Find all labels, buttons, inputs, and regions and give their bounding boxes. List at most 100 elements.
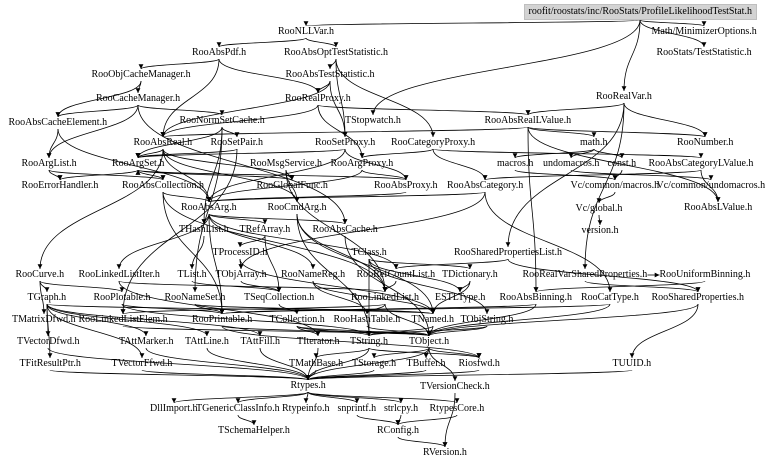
header-node[interactable]: Math/MinimizerOptions.h [651,26,757,37]
header-node[interactable]: RooAbsBinning.h [499,292,573,303]
include-edge [37,148,164,270]
header-node[interactable]: TFitResultPtr.h [19,358,81,369]
header-node[interactable]: RConfig.h [377,425,419,436]
header-node[interactable]: RooHashTable.h [333,314,401,325]
header-node[interactable]: RooArgList.h [21,158,77,169]
header-node[interactable]: ESTLType.h [435,292,486,303]
header-node[interactable]: TProcessID.h [212,247,268,258]
header-node[interactable]: RooArgProxy.h [330,158,394,169]
header-node[interactable]: RooLinkedList.h [351,292,420,303]
header-node[interactable]: RooRealVarSharedProperties.h [522,269,648,280]
header-node[interactable]: RooNLLVar.h [278,26,335,37]
header-node[interactable]: const.h [607,158,637,169]
header-node[interactable]: TGraph.h [27,292,67,303]
header-node[interactable]: TVectorDfwd.h [17,336,80,347]
header-node[interactable]: TAttFill.h [240,336,280,347]
header-node[interactable]: RooCacheManager.h [96,93,181,104]
header-node[interactable]: RooSetProxy.h [315,137,376,148]
header-node[interactable]: TIterator.h [297,336,340,347]
root-header-node[interactable]: roofit/roostats/inc/RooStats/ProfileLike… [523,4,757,20]
header-node[interactable]: RooNormSetCache.h [179,115,265,126]
header-node[interactable]: RooSetPair.h [210,137,264,148]
header-node[interactable]: RooCurve.h [15,269,65,280]
header-node[interactable]: RooSharedPropertiesList.h [454,247,563,258]
header-node[interactable]: RooRealProxy.h [285,93,351,104]
header-node[interactable]: version.h [581,225,619,236]
header-node[interactable]: RooAbsRealLValue.h [484,115,572,126]
header-node[interactable]: TDictionary.h [442,269,498,280]
header-node[interactable]: strlcpy.h [384,403,419,414]
header-node[interactable]: TCollection.h [269,314,325,325]
header-node[interactable]: TAttLine.h [185,336,229,347]
header-node[interactable]: Vc/global.h [575,203,623,214]
header-node[interactable]: snprintf.h [337,403,377,414]
header-node[interactable]: TUUID.h [612,358,652,369]
header-node[interactable]: Rtypes.h [290,380,326,391]
header-node[interactable]: RooRealVar.h [596,91,652,102]
header-node[interactable]: math.h [580,137,608,148]
header-node[interactable]: TGenericClassInfo.h [196,403,280,414]
header-node[interactable]: RooAbsTestStatistic.h [285,69,375,80]
header-node[interactable]: RooAbsCacheElement.h [8,117,108,128]
header-node[interactable]: RooAbsCache.h [312,224,378,235]
header-node[interactable]: TMatrixDfwd.h [12,314,76,325]
header-node[interactable]: Vc/common/macros.h [570,180,660,191]
header-node[interactable]: RooObjCacheManager.h [91,69,191,80]
header-node[interactable]: DllImport.h [150,403,198,414]
header-node[interactable]: TClass.h [351,247,387,258]
header-node[interactable]: RooNameReg.h [281,269,346,280]
header-node[interactable]: TStorage.h [352,358,397,369]
header-node[interactable]: TMathBase.h [289,358,344,369]
header-node[interactable]: TList.h [177,269,207,280]
header-node[interactable]: TNamed.h [411,314,455,325]
header-node[interactable]: TObjArray.h [215,269,267,280]
header-node[interactable]: TObjString.h [460,314,514,325]
header-node[interactable]: RooAbsProxy.h [374,180,438,191]
header-node[interactable]: RooCatType.h [581,292,639,303]
header-node[interactable]: RooUniformBinning.h [659,269,751,280]
header-node[interactable]: TRefArray.h [239,224,291,235]
header-node[interactable]: RooNumber.h [677,137,734,148]
header-node[interactable]: RtypesCore.h [429,403,485,414]
header-node[interactable]: RooArgSet.h [112,158,165,169]
header-node[interactable]: RooAbsArg.h [181,202,237,213]
header-node[interactable]: RooStats/TestStatistic.h [656,47,752,58]
header-node[interactable]: THashList.h [179,224,229,235]
header-node[interactable]: RooLinkedListElem.h [78,314,168,325]
header-node[interactable]: RVersion.h [423,447,467,458]
header-node[interactable]: TStopwatch.h [345,115,401,126]
header-node[interactable]: RooAbsCategoryLValue.h [648,158,754,169]
header-node[interactable]: RooLinkedListIter.h [78,269,160,280]
header-node[interactable]: RooPlotable.h [93,292,151,303]
header-node[interactable]: RooAbsCollection.h [122,180,204,191]
header-node[interactable]: RooPrintable.h [192,314,253,325]
header-node[interactable]: RooAbsPdf.h [192,47,247,58]
header-node[interactable]: TBuffer.h [406,358,446,369]
header-node[interactable]: TObject.h [409,336,450,347]
header-node[interactable]: RooSharedProperties.h [651,292,745,303]
header-node[interactable]: TSchemaHelper.h [218,425,290,436]
header-node[interactable]: Vc/common/undomacros.h [656,180,766,191]
header-node[interactable]: undomacros.h [543,158,600,169]
header-node[interactable]: RooAbsOptTestStatistic.h [284,47,389,58]
header-node[interactable]: TVectorFfwd.h [111,358,173,369]
header-node[interactable]: RooAbsCategory.h [447,180,524,191]
include-edge [46,303,53,359]
header-node[interactable]: RooCategoryProxy.h [391,137,476,148]
header-node[interactable]: TString.h [350,336,389,347]
header-node[interactable]: RooGlobalFunc.h [256,180,328,191]
header-node[interactable]: RooErrorHandler.h [21,180,99,191]
include-edge [137,104,225,116]
header-node[interactable]: TVersionCheck.h [420,381,490,392]
header-node[interactable]: RooNameSet.h [164,292,226,303]
header-node[interactable]: RooAbsLValue.h [684,202,753,213]
header-node[interactable]: RooMsgService.h [250,158,322,169]
header-node[interactable]: Rtypeinfo.h [282,403,330,414]
header-node[interactable]: Riosfwd.h [458,358,500,369]
header-node[interactable]: TSeqCollection.h [244,292,315,303]
header-node[interactable]: RooCmdArg.h [267,202,327,213]
header-node[interactable]: macros.h [497,158,534,169]
header-node[interactable]: RooRefCountList.h [356,269,436,280]
header-node[interactable]: TAttMarker.h [119,336,174,347]
header-node[interactable]: RooAbsReal.h [133,137,193,148]
